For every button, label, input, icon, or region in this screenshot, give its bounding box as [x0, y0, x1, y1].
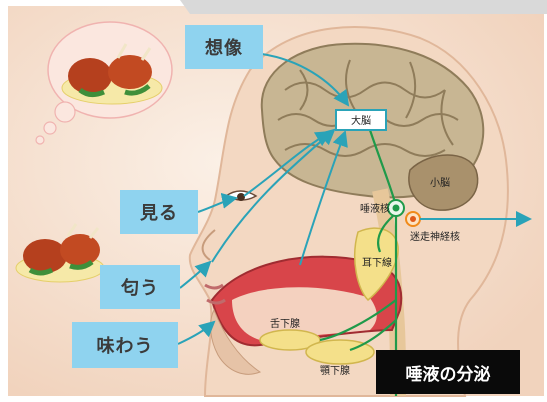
parotid-gland-label: 耳下線 [362, 256, 392, 269]
parotid-gland [354, 227, 399, 302]
tongue [232, 287, 377, 340]
taste-label: 味わう [72, 322, 178, 368]
submandibular-gland-label: 顎下腺 [320, 364, 350, 377]
diagram-title: 唾液の分泌 [376, 350, 520, 394]
smell-label: 匂う [100, 265, 180, 309]
lips [204, 283, 226, 305]
roast-chicken-icon [61, 43, 163, 105]
sublingual-gland-label: 舌下腺 [270, 317, 300, 330]
vagus-nucleus-marker [405, 211, 421, 227]
vagus-nucleus-label: 迷走神経核 [410, 230, 460, 243]
roast-chicken-icon [15, 223, 105, 283]
cerebrum-label-box [335, 109, 387, 131]
cerebellum-label: 小脳 [430, 177, 450, 189]
top-strip [180, 0, 547, 14]
imagine-label: 想像 [185, 25, 263, 69]
submandibular-gland [305, 339, 375, 365]
cerebellum [408, 154, 479, 211]
nose [201, 229, 216, 261]
cerebrum-label: 大脳 [351, 114, 371, 127]
salivary-nucleus-marker [387, 199, 405, 217]
pupil [237, 193, 245, 201]
see-label: 見る [120, 190, 198, 234]
input-arrows [177, 53, 532, 345]
salivary-nucleus-label: 唾液核 [360, 202, 390, 215]
